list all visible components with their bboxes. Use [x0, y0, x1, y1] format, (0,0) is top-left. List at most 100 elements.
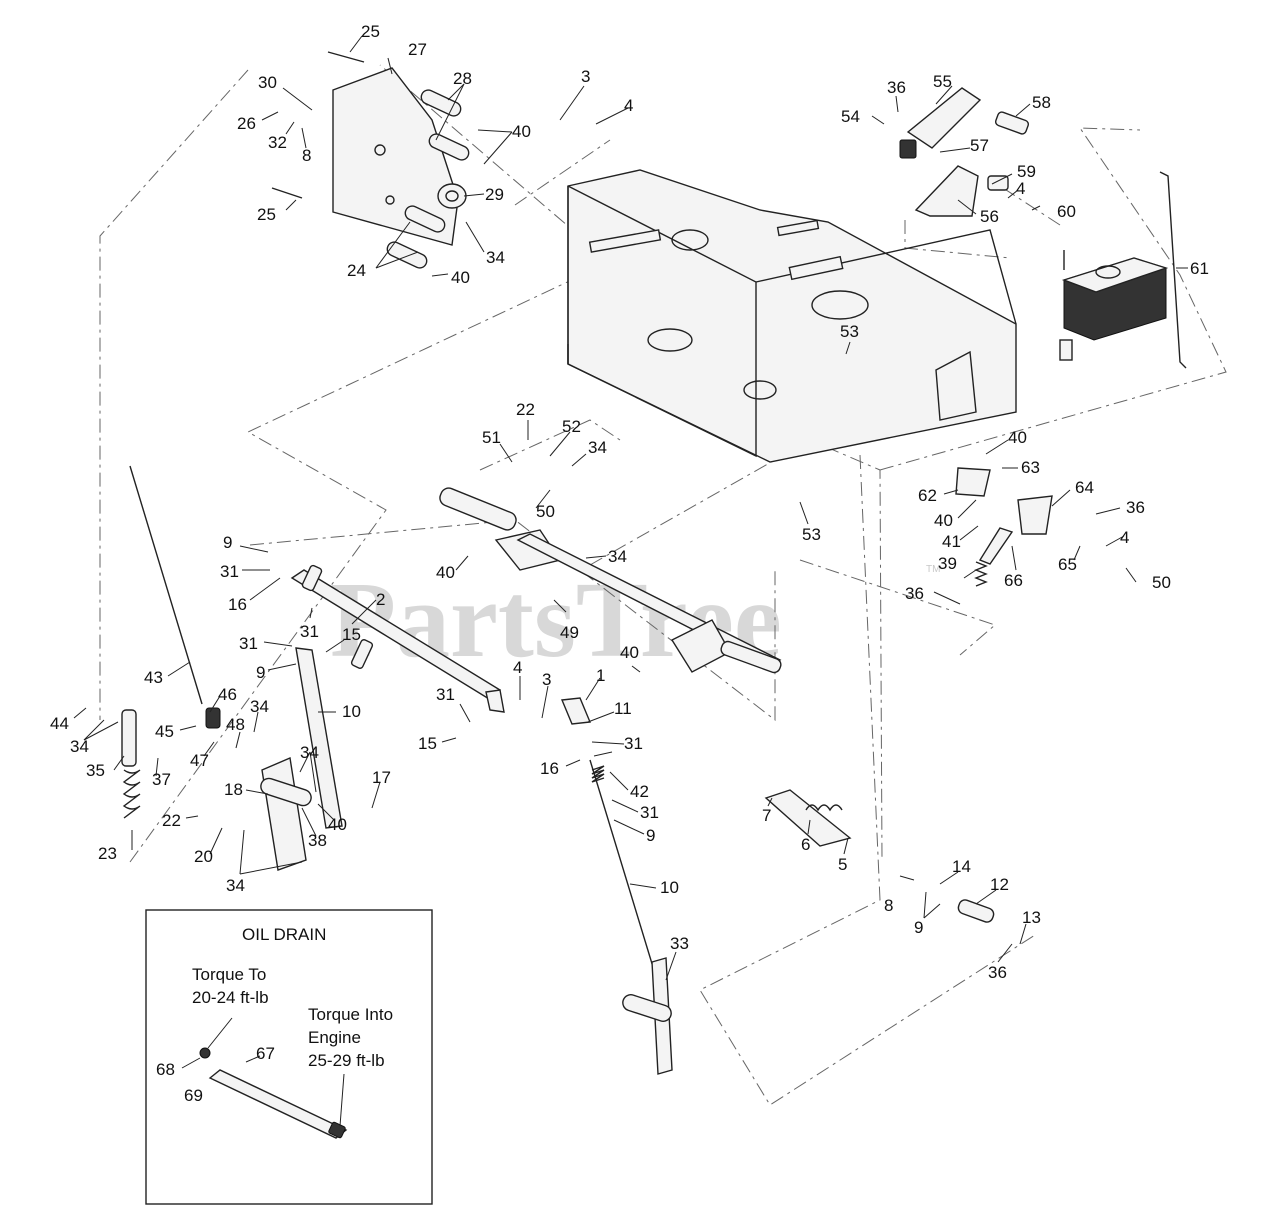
- callout-label: 61: [1190, 259, 1209, 278]
- right-brake-group: [955, 467, 1053, 587]
- callout-label: 40: [1008, 428, 1027, 447]
- callout-label: 31: [300, 622, 319, 641]
- callout-label: 27: [408, 40, 427, 59]
- callout-label: 30: [258, 73, 277, 92]
- torque-into-line-3: 25-29 ft-lb: [308, 1051, 385, 1070]
- callout-label: 4: [1120, 528, 1129, 547]
- control-rod-assembly: [290, 487, 782, 713]
- callout-label: 47: [190, 751, 209, 770]
- callout-label: 45: [155, 722, 174, 741]
- callout-label: 24: [347, 261, 366, 280]
- callout-label: 4: [513, 658, 522, 677]
- callout-label: 38: [308, 831, 327, 850]
- callout-label: 29: [485, 185, 504, 204]
- watermark-trademark: TM: [926, 564, 940, 575]
- callout-label: 34: [608, 547, 627, 566]
- callout-label: 12: [990, 875, 1009, 894]
- callout-label: 35: [86, 761, 105, 780]
- torque-into-line-2: Engine: [308, 1028, 361, 1047]
- callout-label: 10: [342, 702, 361, 721]
- callout-label: 40: [436, 563, 455, 582]
- callout-label: 25: [361, 22, 380, 41]
- callout-label: 6: [801, 835, 810, 854]
- callout-label: 56: [980, 207, 999, 226]
- oil-drain-box: OIL DRAIN Torque To 20-24 ft-lb Torque I…: [145, 909, 433, 1205]
- callout-label: 36: [887, 78, 906, 97]
- callout-label: 40: [934, 511, 953, 530]
- callout-label: 16: [228, 595, 247, 614]
- callout-label: 37: [152, 770, 171, 789]
- assembly-guide-lines: [99, 64, 1227, 1106]
- callout-label: 9: [646, 826, 655, 845]
- callout-label: 8: [302, 146, 311, 165]
- callout-label: 15: [342, 625, 361, 644]
- callout-label: 62: [918, 486, 937, 505]
- callout-label: 36: [1126, 498, 1145, 517]
- callout-label: 58: [1032, 93, 1051, 112]
- torque-to-line-2: 20-24 ft-lb: [192, 988, 269, 1007]
- callout-numbers: 25 27 30 26 32 8 28 40 29 25 34 24 40 3 …: [50, 22, 1209, 1105]
- callout-label: 31: [624, 734, 643, 753]
- callout-label: 59: [1017, 162, 1036, 181]
- callout-label: 20: [194, 847, 213, 866]
- callout-label: 55: [933, 72, 952, 91]
- callout-label: 28: [453, 69, 472, 88]
- callout-label: 22: [516, 400, 535, 419]
- callout-label: 9: [223, 533, 232, 552]
- callout-label: 44: [50, 714, 69, 733]
- callout-label: 34: [486, 248, 505, 267]
- callout-label: 63: [1021, 458, 1040, 477]
- watermark: PartsTree: [330, 561, 782, 680]
- callout-label: 1: [596, 666, 605, 685]
- chassis-frame: [567, 169, 1017, 463]
- callout-label: 36: [905, 584, 924, 603]
- callout-label: 34: [70, 737, 89, 756]
- callout-label: 4: [1016, 179, 1025, 198]
- callout-label: 16: [540, 759, 559, 778]
- callout-label: 51: [482, 428, 501, 447]
- callout-label: 66: [1004, 571, 1023, 590]
- callout-label: 7: [762, 806, 771, 825]
- callout-label: 4: [624, 96, 633, 115]
- callout-label: 9: [914, 918, 923, 937]
- callout-label: 11: [614, 699, 632, 718]
- oil-drain-title: OIL DRAIN: [242, 925, 326, 944]
- callout-label: 34: [226, 876, 245, 895]
- callout-label: 23: [98, 844, 117, 863]
- callout-label: 40: [512, 122, 531, 141]
- callout-label: 9: [256, 663, 265, 682]
- callout-label: 34: [300, 743, 319, 762]
- callout-label: 31: [436, 685, 455, 704]
- callout-label: 33: [670, 934, 689, 953]
- callout-label: 64: [1075, 478, 1094, 497]
- callout-label: 69: [184, 1086, 203, 1105]
- callout-label: 17: [372, 768, 391, 787]
- callout-label: 26: [237, 114, 256, 133]
- callout-label: 36: [988, 963, 1007, 982]
- callout-label: 10: [660, 878, 679, 897]
- callout-label: 34: [588, 438, 607, 457]
- callout-label: 31: [220, 562, 239, 581]
- callout-label: 40: [328, 815, 347, 834]
- callout-label: 32: [268, 133, 287, 152]
- callout-label: 49: [560, 623, 579, 642]
- leader-lines: [73, 35, 1188, 981]
- callout-label: 40: [451, 268, 470, 287]
- left-lever-group: [121, 465, 343, 871]
- callout-label: 5: [838, 855, 847, 874]
- callout-label: 60: [1057, 202, 1076, 221]
- callout-label: 13: [1022, 908, 1041, 927]
- callout-label: 15: [418, 734, 437, 753]
- callout-label: 3: [542, 670, 551, 689]
- callout-label: 25: [257, 205, 276, 224]
- callout-label: 41: [942, 532, 961, 551]
- callout-label: 46: [218, 685, 237, 704]
- callout-label: 57: [970, 136, 989, 155]
- callout-label: 53: [840, 322, 859, 341]
- callout-label: 42: [630, 782, 649, 801]
- callout-label: 39: [938, 554, 957, 573]
- callout-label: 34: [250, 697, 269, 716]
- callout-label: 68: [156, 1060, 175, 1079]
- callout-label: 52: [562, 417, 581, 436]
